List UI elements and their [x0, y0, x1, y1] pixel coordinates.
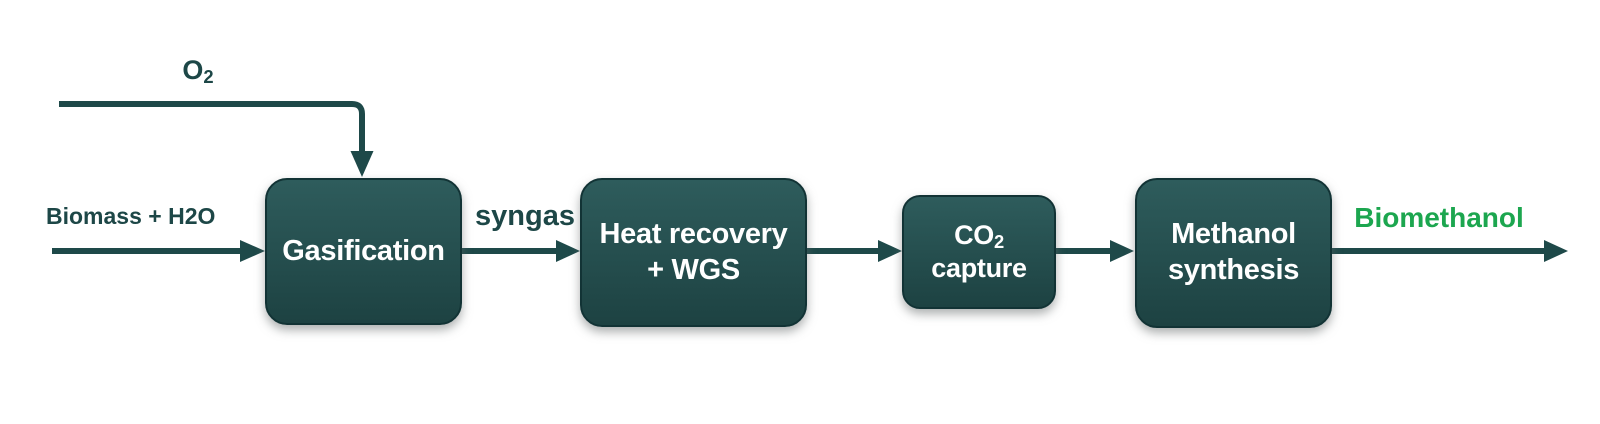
node-heat-recovery-label-line2: + WGS: [647, 253, 740, 286]
co2-text: CO: [954, 219, 994, 250]
biomass-stream-label: Biomass + H2O: [46, 203, 216, 229]
biomethanol-out-arrowhead: [1544, 240, 1568, 262]
node-methanol-label-line1: Methanol: [1171, 218, 1296, 251]
node-methanol-label-line2: synthesis: [1167, 254, 1300, 286]
node-gasification-label: Gasification: [282, 234, 445, 267]
node-heat-recovery-wgs: Heat recovery + WGS: [580, 178, 807, 327]
biomethanol-product-label: Biomethanol: [1354, 202, 1524, 233]
node-co2-capture: CO2 capture: [902, 195, 1056, 309]
co2-subscript: 2: [993, 230, 1004, 252]
o2-subscript: 2: [203, 66, 214, 88]
node-co2-label-line1: CO2: [954, 219, 1004, 252]
biomass-feed-arrowhead: [240, 240, 265, 262]
syngas-arrowhead: [556, 240, 580, 262]
co2-to-methanol-arrowhead: [1110, 240, 1134, 262]
o2-feed-line: [59, 101, 365, 153]
syngas-stream-label: syngas: [475, 200, 575, 232]
node-methanol-synthesis: Methanol synthesis: [1135, 178, 1332, 328]
o2-feed-arrowhead: [350, 151, 374, 177]
node-gasification: Gasification: [265, 178, 462, 325]
node-heat-recovery-label-line1: Heat recovery: [599, 217, 788, 250]
node-co2-label-line2: capture: [931, 253, 1027, 283]
heat-to-co2-arrowhead: [878, 240, 902, 262]
o2-text: O: [182, 55, 204, 85]
o2-stream-label: O2: [146, 55, 250, 86]
